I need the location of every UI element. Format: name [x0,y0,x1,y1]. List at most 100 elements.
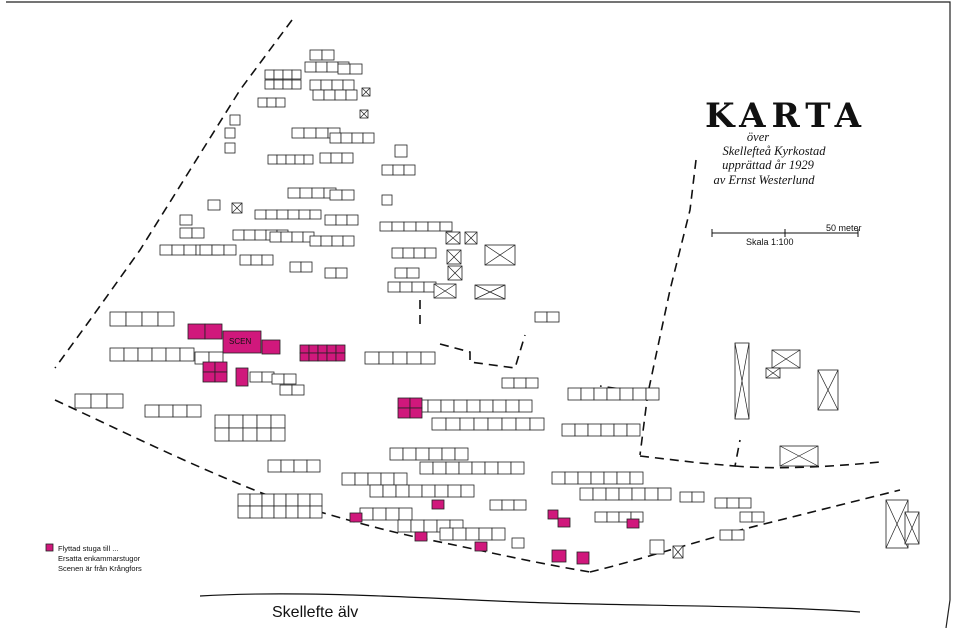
moved-building [576,551,590,565]
building [297,493,311,507]
building [605,487,620,501]
building [369,484,384,498]
building [256,427,272,442]
building [534,311,548,323]
building [354,472,369,486]
building [629,471,644,485]
building [351,132,364,144]
moved-building [431,499,445,510]
building [324,267,337,279]
legend-item-2: Ersatta enkammarstugor [58,554,141,563]
building [273,79,284,90]
moved-building [204,323,223,340]
building [441,447,456,461]
building [419,461,434,475]
building [291,79,302,90]
building [501,499,515,511]
building [309,49,323,61]
building [731,529,745,541]
building [276,154,287,165]
building [239,254,252,266]
building [90,393,108,409]
moved-building [349,512,363,523]
barn-building [734,342,750,420]
building [454,447,469,461]
building [341,152,354,164]
building [378,351,394,365]
building [320,79,333,91]
building [280,459,295,473]
building [491,527,506,541]
building [342,79,355,91]
building [473,417,489,431]
barn-building [765,367,781,379]
legend-item-3: Scenen är från Krångfors [58,564,142,573]
building [123,347,139,362]
building [179,227,193,239]
building [380,472,395,486]
building [726,497,740,509]
building [297,505,311,519]
barn-building [359,109,369,119]
building [264,79,275,90]
building [391,247,404,259]
building [141,311,159,327]
building [125,311,143,327]
building [243,229,256,241]
building [312,89,325,101]
building [513,499,527,511]
building [432,461,447,475]
building [452,527,467,541]
map-title: KARTA [705,96,867,136]
building [525,377,539,389]
building [186,404,202,418]
building [632,387,647,401]
building [242,414,258,429]
building [431,417,447,431]
building [165,347,181,362]
building [265,209,278,220]
building [273,505,287,519]
building [293,459,308,473]
building [264,69,275,80]
building [398,507,413,521]
building [224,127,236,139]
building [331,79,344,91]
barn-building [445,231,461,245]
building [381,164,394,176]
moved-building [551,549,567,563]
building [391,221,405,232]
building [513,377,527,389]
building [574,423,589,437]
building [427,221,441,232]
moved-building [214,361,228,373]
building [151,347,167,362]
building [275,97,286,108]
moved-building [409,397,423,409]
building [172,404,188,418]
building [501,377,515,389]
building [179,214,193,226]
moved-building [326,344,337,354]
district-boundary [54,19,901,573]
barn-building [817,369,839,411]
moved-building [474,541,488,552]
building [619,387,634,401]
building [616,471,631,485]
building [285,505,299,519]
building [592,487,607,501]
building [379,221,393,232]
building [109,311,127,327]
building [411,281,425,293]
building [144,404,160,418]
building [254,209,267,220]
building [392,351,408,365]
building [645,387,660,401]
building [342,235,355,247]
building [466,399,481,413]
map-frame [6,1,951,628]
scale-ratio: Skala 1:100 [746,237,794,247]
moved-building [317,344,328,354]
building [331,235,344,247]
